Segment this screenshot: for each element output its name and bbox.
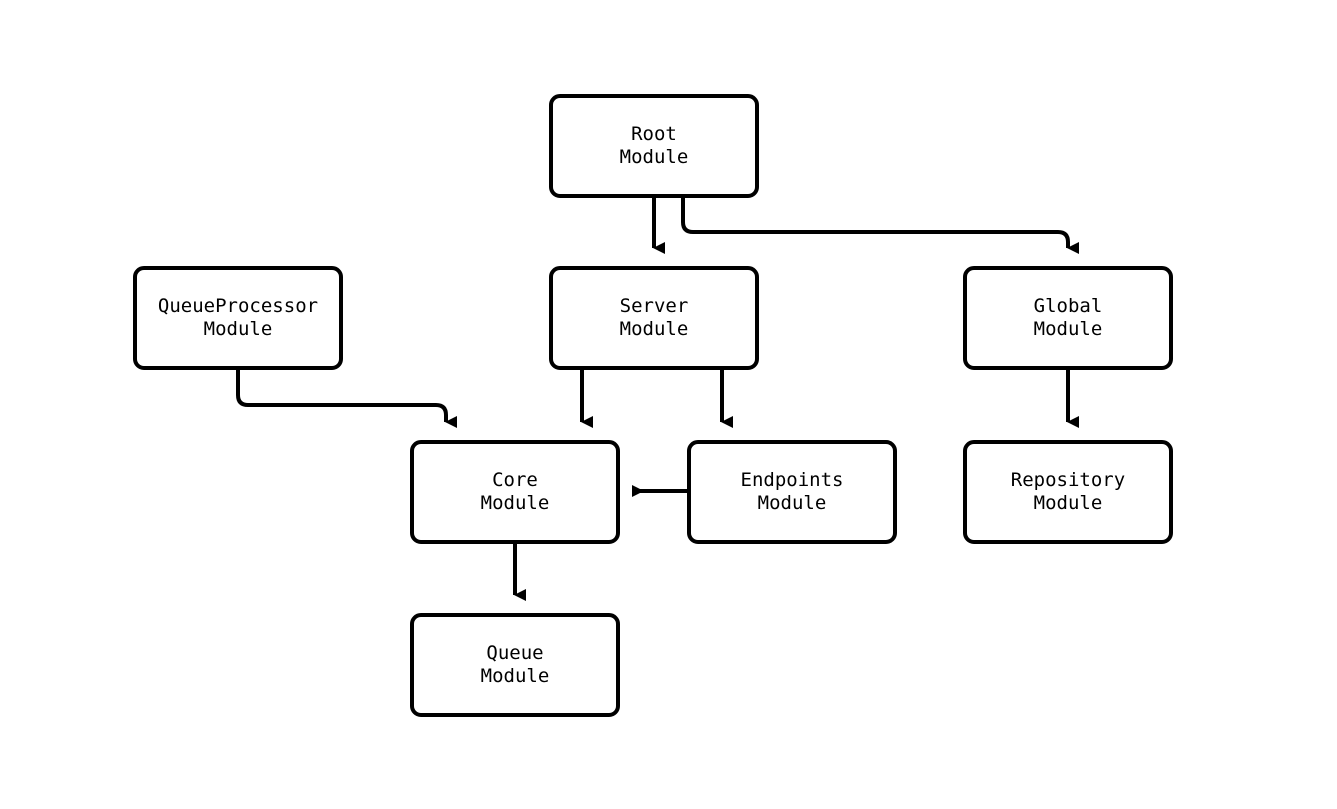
node-label-line1: Endpoints	[740, 469, 844, 491]
node-label-line2: Module	[1033, 318, 1103, 340]
edge-queueprocessor-to-core	[236, 370, 457, 428]
node-label-line1: Repository	[1010, 469, 1126, 491]
node-label-line1: Global	[1033, 295, 1103, 317]
node-label-line2: Module	[619, 146, 689, 168]
node-label-line1: Queue	[486, 642, 544, 664]
node-label-line2: Module	[480, 665, 550, 687]
node-label-line2: Module	[480, 492, 550, 514]
node-label-line2: Module	[1033, 492, 1103, 514]
edge-root-to-global	[681, 198, 1079, 254]
node-label-line2: Module	[757, 492, 827, 514]
node-label-line1: Core	[492, 469, 538, 491]
node-label-line2: Module	[203, 318, 273, 340]
node-label-line2: Module	[619, 318, 689, 340]
node-label-line1: QueueProcessor	[157, 295, 319, 317]
node-label-line1: Root	[631, 123, 677, 145]
node-label-line1: Server	[619, 295, 689, 317]
